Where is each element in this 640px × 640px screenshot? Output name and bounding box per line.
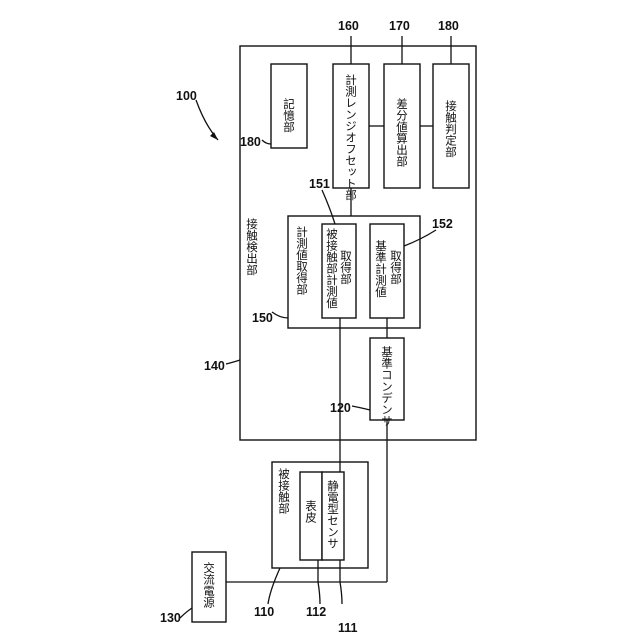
- measure-acquire-label: 計測値取得部: [295, 225, 309, 295]
- contact-part-measure-label-1: 被接触部計測値: [325, 228, 339, 309]
- ref-151: 151: [309, 177, 330, 191]
- ref-130: 130: [160, 611, 181, 625]
- leader-100-arrow: [210, 132, 218, 140]
- ref-110: 110: [254, 605, 274, 619]
- ref-180-storage: 180: [240, 135, 261, 149]
- leader-140: [226, 360, 240, 364]
- ref-150: 150: [252, 311, 273, 325]
- ref-112: 112: [306, 605, 326, 619]
- leader-112: [318, 582, 320, 604]
- ref-140: 140: [204, 359, 225, 373]
- leader-110: [268, 568, 280, 604]
- reference-measure-label-1: 基準計測値: [374, 240, 388, 298]
- ref-180: 180: [438, 19, 459, 33]
- capacitive-sensor-label: 静電型センサ: [326, 479, 340, 549]
- range-offset-label: 計測レンジオフセット部: [344, 73, 358, 200]
- contacted-part-label: 被接触部: [277, 468, 291, 514]
- reference-capacitor-label: 基準コンデンサ: [380, 346, 394, 427]
- ac-power-label: 交流電源: [202, 561, 216, 609]
- leader-111: [340, 582, 342, 604]
- ref-160: 160: [338, 19, 359, 33]
- ref-100: 100: [176, 89, 197, 103]
- surface-label: 表皮: [304, 499, 318, 524]
- ref-152: 152: [432, 217, 453, 231]
- contact-detection-label: 接触検出部: [245, 218, 259, 276]
- contact-judge-label: 接触判定部: [444, 100, 458, 158]
- ref-111: 111: [338, 621, 358, 635]
- leader-130: [180, 608, 192, 618]
- ref-120: 120: [330, 401, 351, 415]
- reference-measure-label-2: 取得部: [389, 250, 403, 285]
- storage-label: 記憶部: [282, 97, 296, 132]
- ref-170: 170: [389, 19, 410, 33]
- diff-calc-label: 差分値算出部: [395, 97, 409, 167]
- contact-part-measure-label-2: 取得部: [339, 250, 353, 285]
